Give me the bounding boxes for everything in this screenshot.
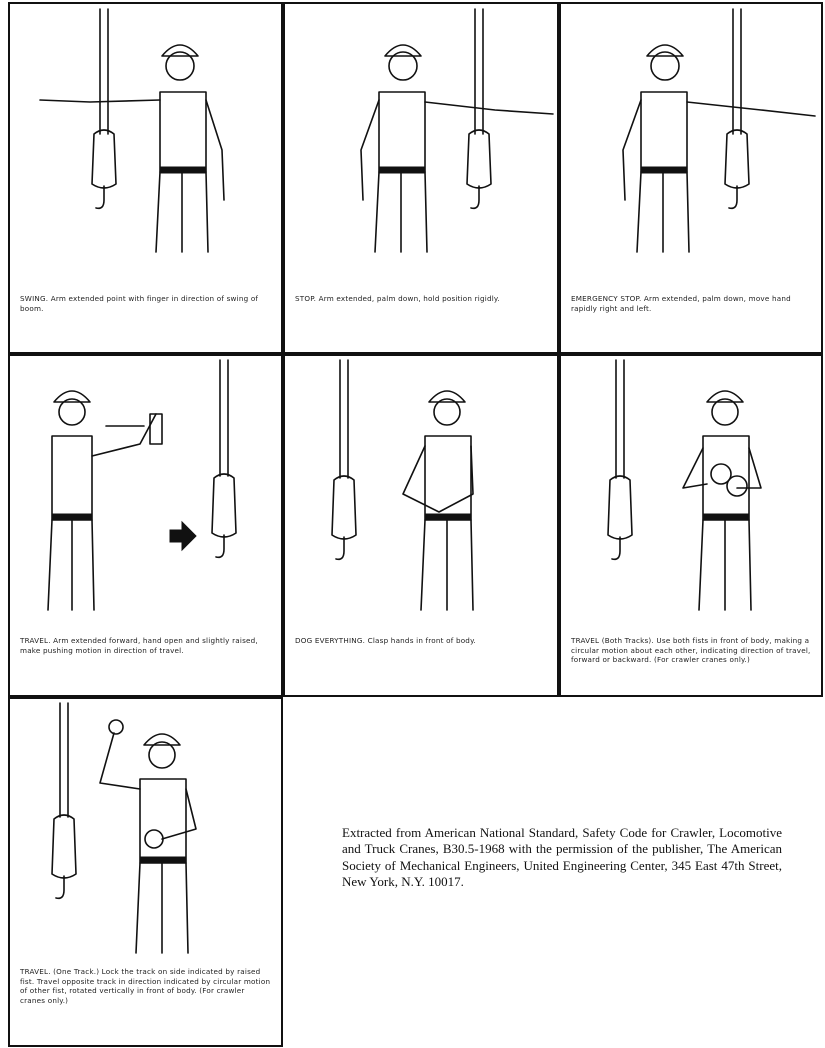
dog-everything-caption: DOG EVERYTHING. Clasp hands in front of …	[295, 636, 547, 646]
source-credit: Extracted from American National Standar…	[342, 825, 782, 890]
panel-dog-everything: DOG EVERYTHING. Clasp hands in front of …	[283, 354, 559, 697]
panel-travel: TRAVEL. Arm extended forward, hand open …	[8, 354, 283, 697]
travel-one-track-caption: TRAVEL. (One Track.) Lock the track on s…	[20, 967, 271, 1006]
emergency-stop-caption: EMERGENCY STOP. Arm extended, palm down,…	[571, 294, 811, 313]
panel-emergency-stop: EMERGENCY STOP. Arm extended, palm down,…	[559, 2, 823, 354]
travel-caption: TRAVEL. Arm extended forward, hand open …	[20, 636, 271, 655]
swing-caption: SWING. Arm extended point with finger in…	[20, 294, 271, 313]
panel-stop: STOP. Arm extended, palm down, hold posi…	[283, 2, 559, 354]
panel-travel-one-track: TRAVEL. (One Track.) Lock the track on s…	[8, 697, 283, 1047]
travel-both-tracks-caption: TRAVEL (Both Tracks). Use both fists in …	[571, 636, 811, 665]
panel-swing: SWING. Arm extended point with finger in…	[8, 2, 283, 354]
stop-caption: STOP. Arm extended, palm down, hold posi…	[295, 294, 547, 304]
panel-travel-both-tracks: TRAVEL (Both Tracks). Use both fists in …	[559, 354, 823, 697]
